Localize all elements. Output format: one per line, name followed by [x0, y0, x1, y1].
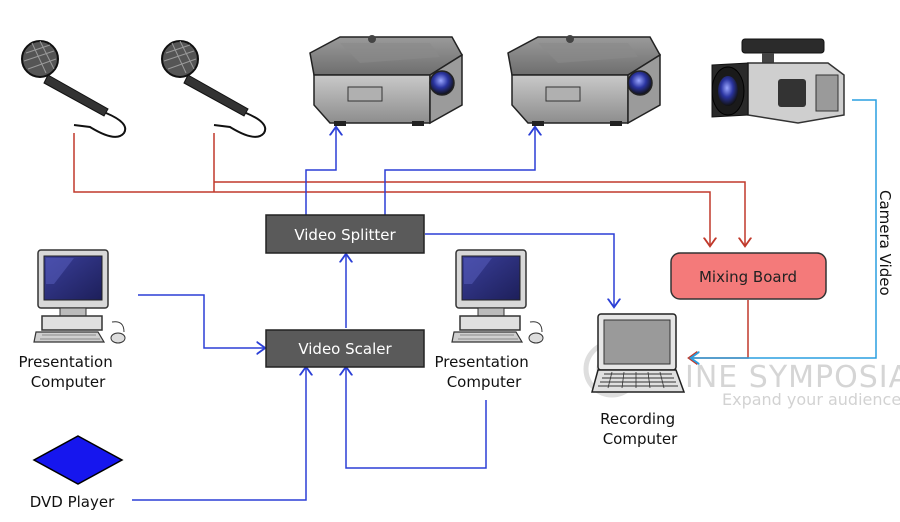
mixing-feed-line — [710, 181, 745, 245]
splitter-to-recorder — [425, 233, 614, 306]
watermark-subtitle: Expand your audience — [722, 390, 900, 409]
presentation-computer-left-line2: Computer — [31, 373, 106, 391]
watermark: INE SYMPOSIA Expand your audience — [583, 340, 900, 409]
camera-to-recorder-line — [692, 99, 877, 358]
pc-left-to-scaler — [138, 294, 264, 348]
mixing-to-recorder-line — [690, 300, 749, 358]
mixing-board-box: Mixing Board — [670, 252, 827, 300]
recording-computer-line2: Computer — [603, 430, 678, 448]
video-camera-icon — [711, 38, 845, 124]
video-splitter-label: Video Splitter — [294, 226, 396, 244]
pc-right-to-scaler — [346, 368, 487, 469]
video-splitter-box: Video Splitter — [265, 214, 425, 254]
mixing-board-label: Mixing Board — [699, 268, 797, 286]
recording-computer-label: Recording Computer — [600, 410, 680, 448]
desktop-computer-icon — [33, 249, 126, 344]
dvd-to-scaler — [132, 368, 306, 501]
presentation-computer-right-line1: Presentation — [435, 353, 529, 371]
splitter-to-projector1 — [305, 128, 336, 215]
diamond-icon — [32, 435, 124, 485]
projector-icon — [309, 35, 464, 126]
presentation-computer-right-label: Presentation Computer — [435, 353, 534, 391]
laptop-icon — [591, 313, 686, 393]
projector-icon — [507, 35, 662, 126]
mic1-audio-line — [73, 133, 710, 245]
video-scaler-label: Video Scaler — [298, 340, 392, 358]
video-scaler-box: Video Scaler — [265, 329, 425, 368]
camera-connection — [692, 99, 877, 358]
microphone-icon — [21, 40, 127, 138]
camera-video-label: Camera Video — [876, 190, 894, 296]
desktop-computer-icon — [451, 249, 544, 344]
presentation-computer-right-line2: Computer — [447, 373, 522, 391]
presentation-computer-left-label: Presentation Computer — [19, 353, 118, 391]
watermark-title: INE SYMPOSIA — [685, 360, 900, 395]
presentation-computer-left-line1: Presentation — [19, 353, 113, 371]
dvd-player-label: DVD Player — [30, 493, 115, 511]
microphone-icon — [161, 40, 267, 138]
video-connections — [132, 128, 614, 501]
splitter-to-projector2 — [384, 128, 535, 215]
recording-computer-line1: Recording — [600, 410, 675, 428]
